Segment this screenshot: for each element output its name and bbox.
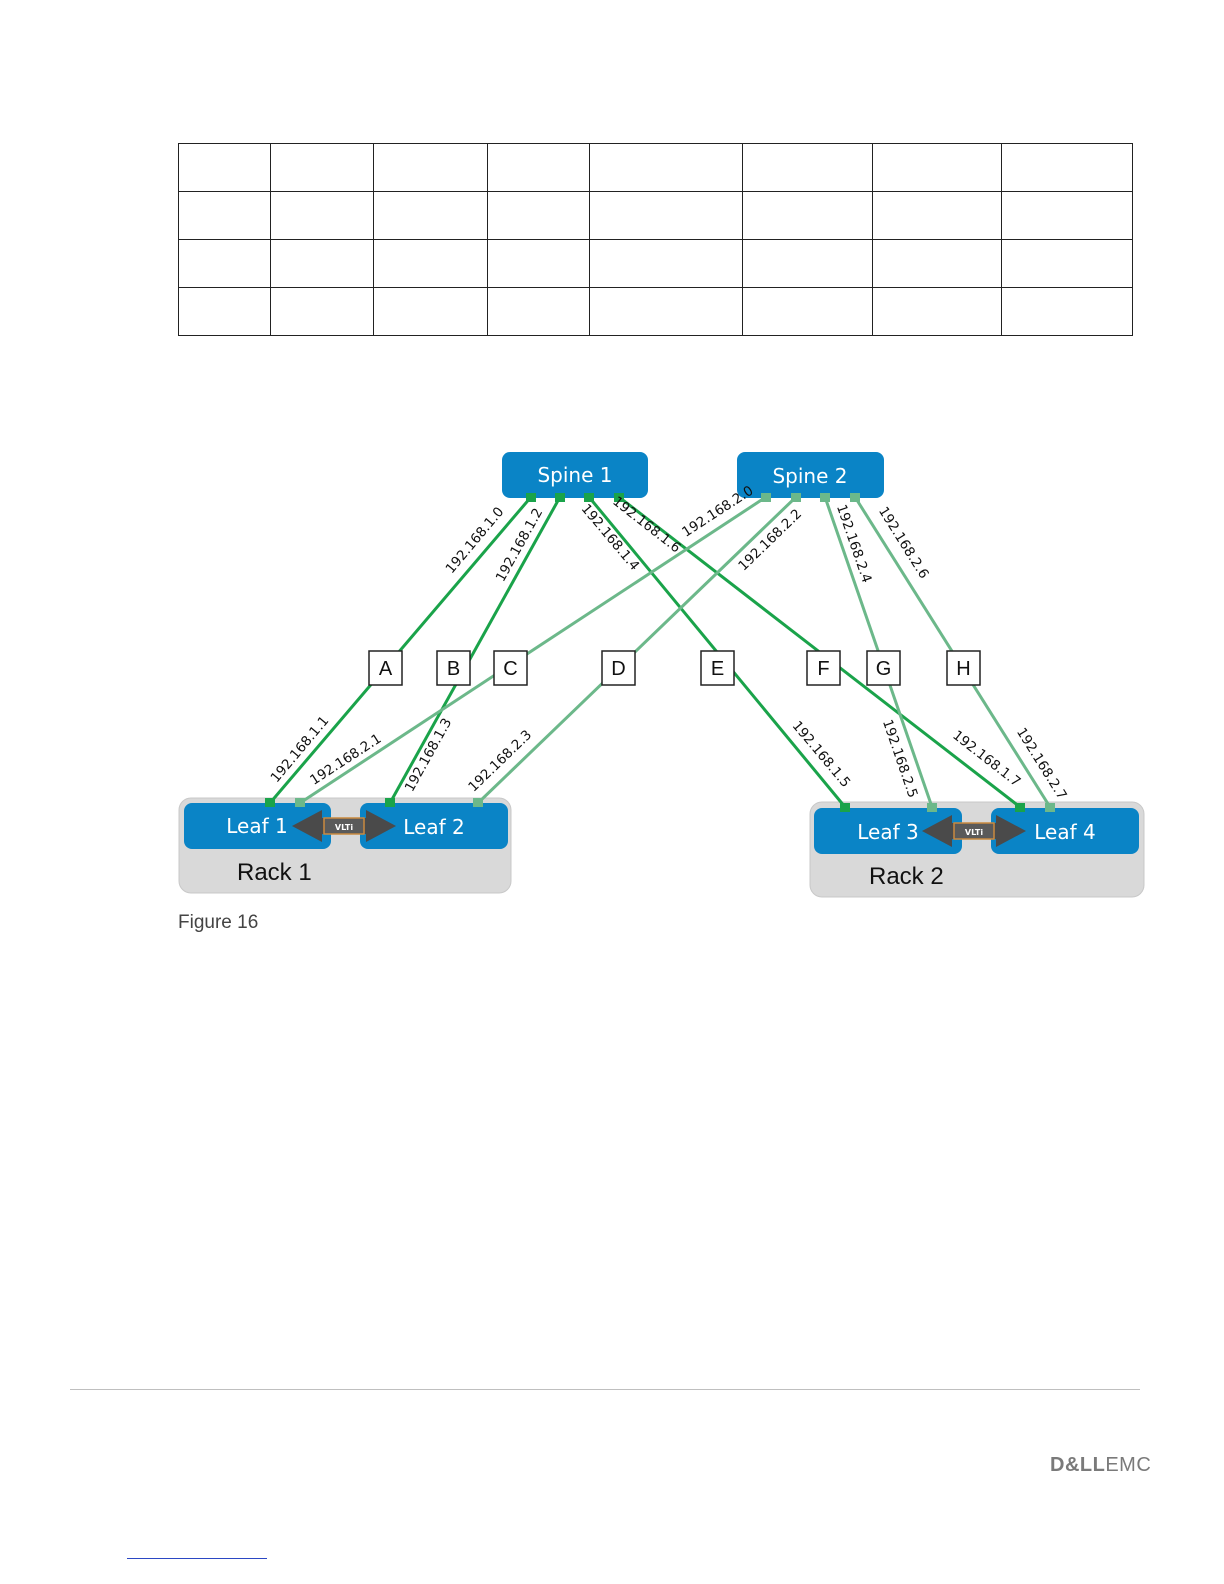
- table-cell: [1001, 191, 1133, 240]
- ip-2-2: 192.168.2.2: [735, 506, 805, 574]
- rack-2-label: Rack 2: [869, 863, 944, 890]
- letter-d: D: [611, 658, 625, 680]
- table-row: [178, 287, 1133, 336]
- table-cell: [373, 191, 488, 240]
- link-c: [299, 495, 767, 805]
- letter-c: C: [503, 658, 517, 680]
- vlti-label-1: VLTi: [335, 823, 353, 832]
- leaf-1-label: Leaf 1: [226, 814, 287, 838]
- table-cell: [742, 143, 873, 192]
- spine-ports: [526, 493, 860, 502]
- spine-2-label: Spine 2: [772, 464, 847, 488]
- ip-2-3: 192.168.2.3: [465, 727, 535, 795]
- table-cell: [270, 191, 374, 240]
- table-cell: [373, 143, 488, 192]
- dell-emc-logo: D&LLEMC: [1050, 1454, 1151, 1477]
- letter-a: A: [379, 658, 393, 680]
- empty-table: [178, 143, 1133, 336]
- table-cell: [1001, 143, 1133, 192]
- leaf-2-box: [360, 803, 508, 849]
- link-letter-boxes: A B C D E F G H: [368, 650, 981, 686]
- spine-1-box: [502, 452, 648, 498]
- table-cell: [487, 191, 590, 240]
- table-row: [178, 191, 1133, 240]
- table-cell: [742, 287, 873, 336]
- leaf-4-label: Leaf 4: [1034, 820, 1095, 844]
- letter-g: G: [876, 658, 892, 680]
- ip-2-4: 192.168.2.4: [833, 503, 875, 585]
- table-cell: [872, 143, 1002, 192]
- table-cell: [373, 239, 488, 288]
- leaf-2-label: Leaf 2: [403, 815, 464, 839]
- ip-1-0: 192.168.1.0: [443, 504, 508, 577]
- footer-divider: [70, 1389, 1140, 1390]
- link-d: [476, 495, 798, 805]
- table-cell: [373, 287, 488, 336]
- rack-1-label: Rack 1: [237, 859, 312, 886]
- letter-f: F: [817, 658, 829, 680]
- table-cell: [178, 191, 271, 240]
- logo-emc: EMC: [1105, 1454, 1152, 1476]
- letter-b: B: [447, 658, 460, 680]
- table-cell: [742, 191, 873, 240]
- vlti-rack2: VLTi: [922, 815, 1026, 847]
- footer-link-underline: [127, 1558, 267, 1559]
- letter-h: H: [956, 658, 970, 680]
- ip-1-3: 192.168.1.3: [402, 716, 456, 795]
- link-a: [268, 496, 533, 804]
- table-cell: [178, 143, 271, 192]
- ip-labels: 192.168.1.0 192.168.1.2 192.168.1.4 192.…: [268, 483, 1070, 803]
- table-cell: [1001, 287, 1133, 336]
- table-cell: [589, 287, 743, 336]
- leaf-3-box: [814, 808, 962, 854]
- leaf-3-label: Leaf 3: [857, 820, 918, 844]
- vlti-rack1: VLTi: [292, 810, 396, 842]
- table-cell: [487, 287, 590, 336]
- link-b: [388, 496, 562, 804]
- leaf-ports: [265, 798, 1055, 812]
- table-cell: [270, 287, 374, 336]
- spine-1-label: Spine 1: [537, 463, 612, 487]
- letter-e: E: [711, 658, 724, 680]
- figure-caption: Figure 16: [178, 912, 259, 933]
- leaf-1-box: [184, 803, 331, 849]
- leaf-4-box: [991, 808, 1139, 854]
- table-cell: [589, 191, 743, 240]
- spine-2-box: [737, 452, 884, 498]
- ip-2-1: 192.168.2.1: [307, 731, 384, 789]
- table-cell: [872, 287, 1002, 336]
- logo-dell: D&LL: [1050, 1454, 1106, 1476]
- vlti-label-2: VLTi: [965, 828, 983, 837]
